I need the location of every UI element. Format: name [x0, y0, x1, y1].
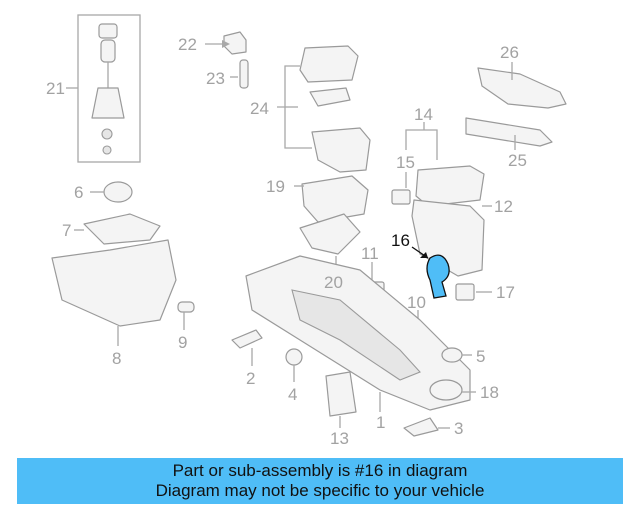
callout-2: 2: [246, 369, 255, 388]
callout-26: 26: [500, 43, 519, 62]
callout-8: 8: [112, 349, 121, 368]
part-23: [230, 59, 249, 89]
banner-line-2: Diagram may not be specific to your vehi…: [155, 481, 485, 500]
part-18: [429, 379, 476, 401]
callout-10: 10: [407, 293, 426, 312]
callout-7: 7: [62, 221, 71, 240]
part-20-tray: [299, 213, 361, 270]
callout-22: 22: [178, 35, 197, 54]
part-7: [74, 213, 161, 245]
part-9: [177, 301, 195, 330]
info-banner: Part or sub-assembly is #16 in diagram D…: [17, 458, 623, 504]
callout-24: 24: [250, 99, 269, 118]
callout-3: 3: [454, 419, 463, 438]
part-25-bracket: [465, 117, 553, 150]
part-12-storage-bin: [411, 199, 492, 277]
part-24-panels: [277, 45, 371, 173]
callout-25: 25: [508, 151, 527, 170]
part-14-armrest: [405, 122, 485, 207]
part-5: [441, 347, 472, 363]
callout-15: 15: [396, 153, 415, 172]
part-6: [90, 181, 133, 203]
part-15: [391, 172, 411, 205]
part-16-highlighted: [411, 246, 450, 299]
callout-23: 23: [206, 69, 225, 88]
part-21-shift-boot: [66, 14, 141, 163]
part-2: [231, 329, 263, 366]
banner-line-1: Part or sub-assembly is #16 in diagram: [172, 461, 468, 480]
part-1-console: [245, 255, 471, 412]
callout-labels: 1 2 3 4 5 6 7 8 9 10 11 12 13 14 15 16 1…: [46, 35, 527, 448]
callout-20: 20: [324, 273, 343, 292]
callout-9: 9: [178, 333, 187, 352]
callout-16-highlighted: 16: [391, 231, 410, 250]
part-8-panel: [51, 239, 177, 346]
callout-4: 4: [288, 385, 297, 404]
callout-14: 14: [414, 105, 433, 124]
part-4: [285, 348, 303, 382]
callout-13: 13: [330, 429, 349, 448]
callout-6: 6: [74, 183, 83, 202]
callout-11: 11: [361, 244, 379, 263]
part-22: [205, 31, 247, 55]
part-3: [403, 417, 450, 437]
callout-5: 5: [476, 347, 485, 366]
callout-12: 12: [494, 197, 513, 216]
parts-diagram: 1 2 3 4 5 6 7 8 9 10 11 12 13 14 15 16 1…: [46, 14, 567, 448]
part-13: [325, 371, 357, 428]
part-19-bezel: [294, 175, 369, 223]
part-26-armrest-lid: [477, 62, 567, 109]
callout-21: 21: [46, 79, 65, 98]
callout-18: 18: [480, 383, 499, 402]
callout-19: 19: [266, 177, 285, 196]
part-17: [455, 283, 492, 301]
callout-17: 17: [496, 283, 515, 302]
callout-1: 1: [376, 413, 385, 432]
